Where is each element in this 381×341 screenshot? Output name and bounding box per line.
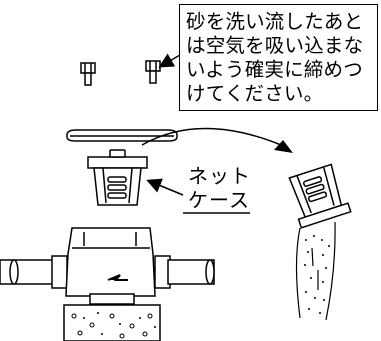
net-case [87,149,148,206]
callout-line-1: 砂を洗い流したあと [186,10,364,33]
strainer-body [65,227,156,305]
screw-left [80,62,96,86]
tilted-net-case [288,163,352,229]
net-case-label-line-2: ケース [188,188,250,212]
callout-line-3: いよう確実に締めつ [186,58,363,81]
sand-dots [304,235,330,314]
instruction-callout: 砂を洗い流したあと は空気を吸い込まな いよう確実に締めつ けてください。 [179,4,378,111]
sand-stream [295,221,336,321]
net-case-leader-line [146,178,184,196]
cover-plate [66,129,178,142]
callout-line-2: は空気を吸い込まな [186,34,364,57]
callout-leader-line [158,53,181,68]
flow-direction-arrow [107,274,128,281]
removal-arrow [141,127,282,146]
screw-right [145,60,161,84]
concrete-base [63,304,161,341]
inlet-pipe [0,255,68,289]
removal-arrow-head [274,140,293,153]
callout-line-4: けてください。 [186,82,324,105]
net-case-label-line-1: ネット [188,164,251,188]
outlet-pipe [154,255,215,289]
